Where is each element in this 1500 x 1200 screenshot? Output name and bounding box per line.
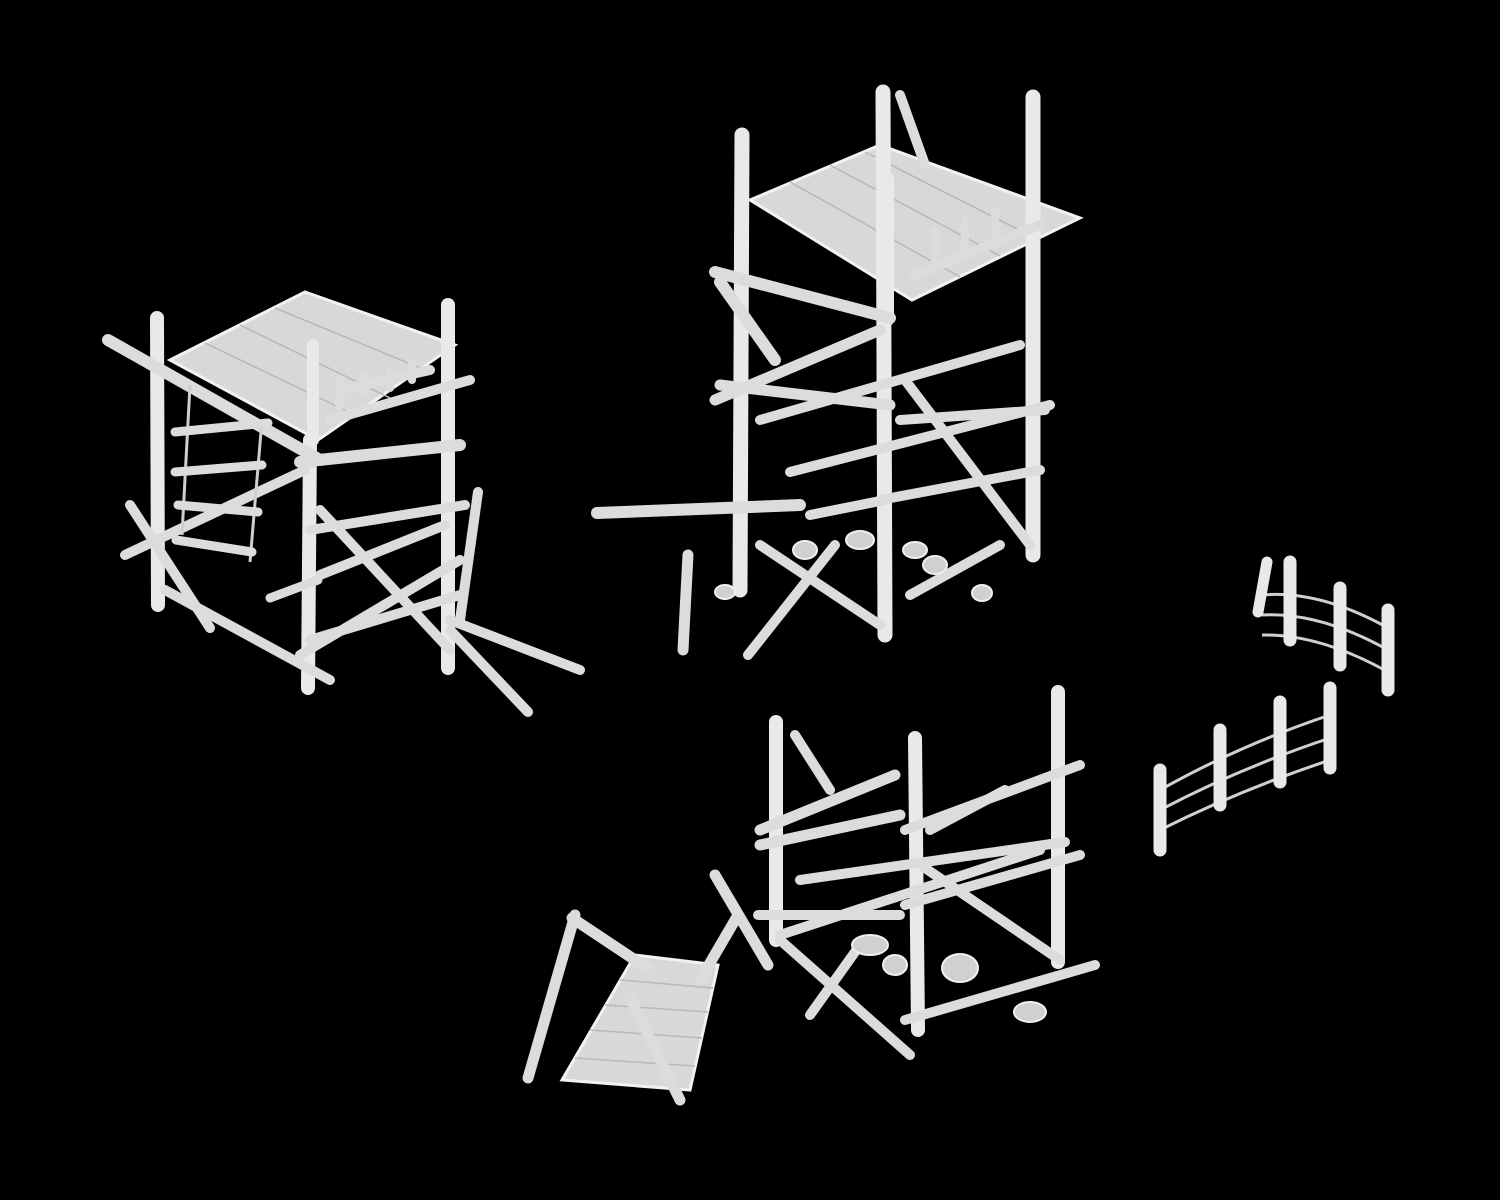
- rock: [851, 934, 889, 956]
- fence-upper: [1252, 555, 1395, 697]
- rock: [714, 584, 736, 600]
- rock: [971, 584, 993, 602]
- bridge-rail: [694, 909, 744, 986]
- ladder-rope: [180, 384, 192, 536]
- bridge-rail: [566, 912, 656, 976]
- rock: [1013, 1001, 1047, 1023]
- ladder-rung: [170, 460, 267, 477]
- rock: [922, 555, 948, 575]
- tower2-post: [732, 127, 750, 598]
- watchtower-with-ladder: [102, 290, 585, 717]
- bridge-rail: [709, 869, 774, 971]
- scaffold-post: [908, 731, 925, 1037]
- bridge-rail: [522, 909, 581, 1084]
- ladder-rung: [170, 418, 273, 437]
- rock: [845, 530, 875, 550]
- scaffold-with-bridge: [522, 685, 1100, 1106]
- ladder-rung: [173, 500, 263, 517]
- fence-post: [1252, 556, 1273, 618]
- tower2-platform: [746, 143, 1084, 302]
- ladder-rope: [248, 419, 264, 563]
- rock: [941, 953, 979, 983]
- bridge-rail: [624, 992, 686, 1106]
- fence-lower: [1153, 681, 1337, 857]
- rock: [902, 541, 928, 559]
- loose-plank: [591, 499, 806, 519]
- rock: [792, 540, 818, 560]
- tall-watchtower: [591, 84, 1084, 660]
- rock: [882, 954, 908, 976]
- ladder-rung: [171, 535, 257, 557]
